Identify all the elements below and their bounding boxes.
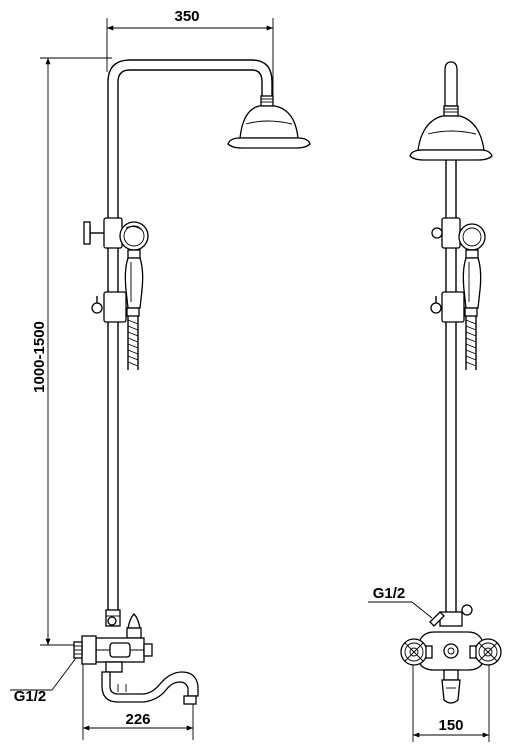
- side-lower-holder: [91, 291, 127, 323]
- dimension-top-width-label: 350: [174, 8, 199, 25]
- side-mixer-body: [73, 609, 153, 665]
- side-hose: [126, 307, 140, 370]
- dimension-bottom-left-width: 226: [82, 655, 194, 740]
- side-inlet-label: G1/2: [14, 688, 47, 705]
- side-upper-holder: [83, 217, 149, 251]
- side-inlet-callout: G1/2: [10, 657, 77, 705]
- front-hose: [464, 307, 478, 370]
- front-mixer-body: [419, 604, 483, 671]
- front-right-handle: [469, 638, 502, 666]
- side-shower-head: [227, 95, 311, 149]
- dimension-bottom-right-label: 150: [438, 717, 463, 734]
- dimension-bottom-left-label: 226: [125, 711, 150, 728]
- front-view: G1/2: [368, 61, 502, 704]
- side-hand-shower: [124, 249, 144, 309]
- front-shower-head: [409, 61, 493, 161]
- front-left-handle: [400, 638, 433, 666]
- side-riser-pipe: [107, 59, 273, 610]
- front-lower-holder: [430, 291, 465, 323]
- front-inlet-callout: G1/2: [368, 585, 433, 619]
- front-upper-holder: [431, 217, 486, 251]
- side-spout: [101, 661, 199, 705]
- dimension-height-label: 1000-1500: [31, 321, 48, 393]
- front-hand-shower: [462, 249, 482, 309]
- dimension-height: 1000-1500: [31, 57, 112, 646]
- side-view: G1/2: [10, 59, 311, 705]
- front-spout: [441, 669, 461, 704]
- front-inlet-label: G1/2: [373, 585, 406, 602]
- dimension-bottom-right-width: 150: [412, 665, 490, 742]
